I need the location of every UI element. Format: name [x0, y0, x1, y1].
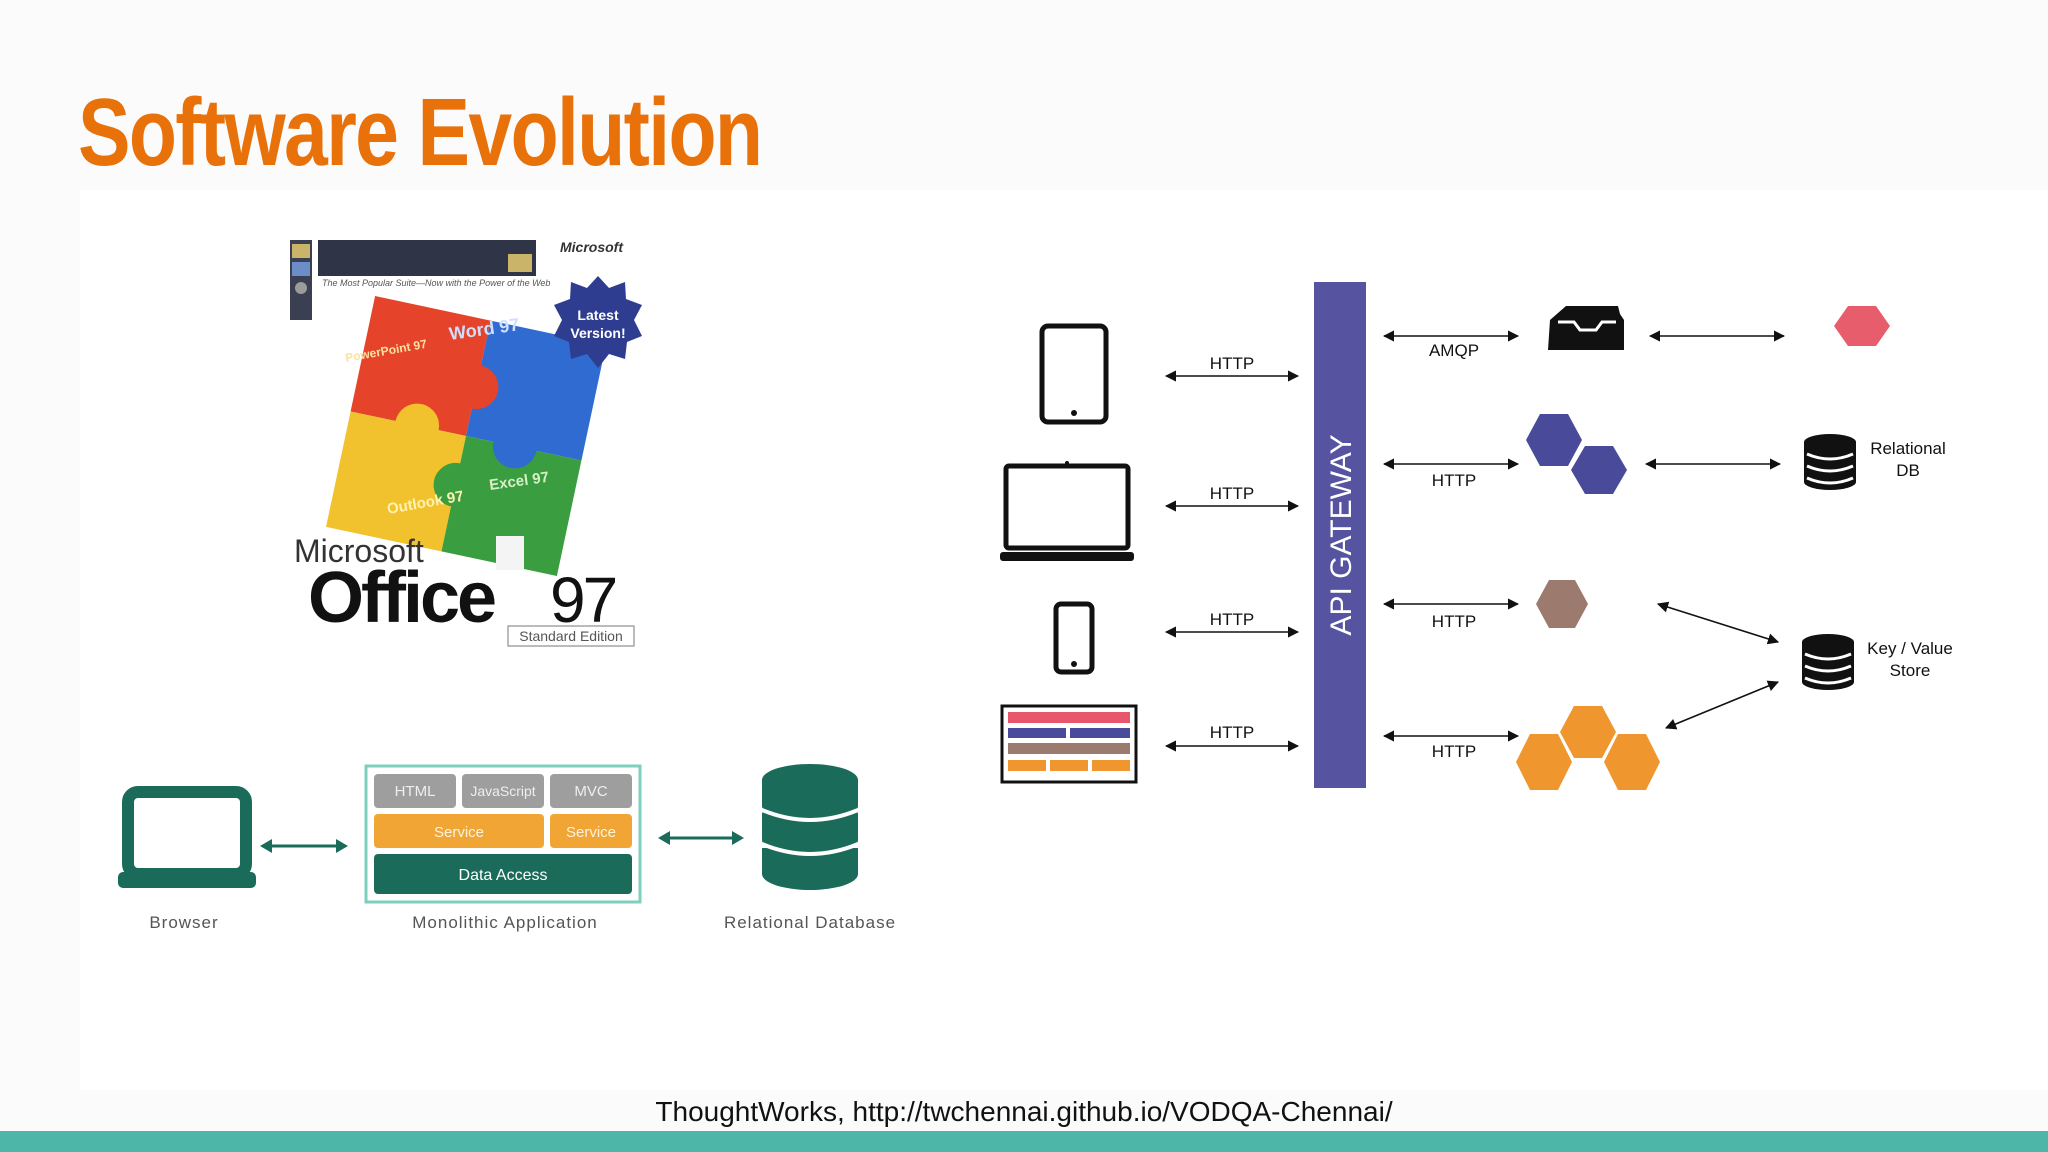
office97-box-image: Microsoft The Most Popular Suite—Now wit… [290, 236, 678, 672]
layer-data-access: Data Access [459, 867, 548, 884]
kv-store-label-1: Key / Value [1867, 639, 1953, 658]
protocol-service-blue: HTTP [1432, 471, 1476, 490]
protocol-phone: HTTP [1210, 610, 1254, 629]
web-app-window-icon [1000, 704, 1138, 784]
monolith-app-box: HTML JavaScript MVC Service Service Data… [364, 764, 642, 904]
relational-database-label: Relational Database [724, 913, 896, 932]
layer-javascript: JavaScript [470, 783, 535, 799]
monolith-app-label: Monolithic Application [412, 913, 597, 932]
box-product-brand: Microsoft [294, 533, 424, 569]
layer-service-2-box [550, 814, 632, 848]
box-brand: Microsoft [560, 239, 624, 255]
protocol-amqp: AMQP [1429, 341, 1479, 360]
footer-bar [0, 1131, 2048, 1152]
box-product-name: Office [308, 558, 495, 638]
layer-service-2: Service [566, 824, 616, 841]
phone-icon [1053, 601, 1095, 675]
protocol-laptop: HTTP [1210, 484, 1254, 503]
message-queue-icon [1548, 306, 1624, 350]
hexagon-service-orange-3 [1604, 734, 1660, 790]
monolith-diagram: Browser HTML JavaScript MVC Service Serv… [118, 764, 896, 932]
browser-label: Browser [149, 913, 218, 932]
protocol-tablet: HTTP [1210, 354, 1254, 373]
api-gateway-bar: API GATEWAY [1314, 282, 1366, 788]
laptop-icon [1000, 461, 1134, 561]
box-product-version: 97 [550, 564, 616, 636]
layer-data-box [374, 854, 632, 894]
hexagon-service-brown [1536, 580, 1588, 628]
hexagon-service-orange-2 [1560, 706, 1616, 758]
layer-js-box [462, 774, 544, 808]
api-gateway-label: API GATEWAY [1325, 434, 1358, 635]
arrow-brown-service-kv-store [1656, 601, 1780, 645]
relational-db-icon [1804, 434, 1856, 490]
layer-mvc-box [550, 774, 632, 808]
hexagon-service-orange-1 [1516, 734, 1572, 790]
layer-html: HTML [395, 783, 436, 800]
browser-laptop-icon [118, 786, 256, 888]
layer-html-box [374, 774, 456, 808]
box-tagline: The Most Popular Suite—Now with the Powe… [322, 278, 550, 288]
relational-database-icon [761, 764, 859, 890]
arrow-app-db [658, 831, 744, 845]
badge-line-2: Version! [570, 325, 625, 341]
kv-store-label-2: Store [1890, 661, 1931, 680]
box-side-strip [290, 240, 312, 320]
arrow-orange-service-kv-store [1664, 680, 1780, 730]
box-edition: Standard Edition [519, 628, 623, 644]
hexagon-service-blue-1 [1526, 414, 1582, 466]
protocol-service-brown: HTTP [1432, 612, 1476, 631]
layer-service-1-box [374, 814, 544, 848]
hexagon-service-red [1834, 306, 1890, 346]
hexagon-service-blue-2 [1571, 446, 1627, 494]
layer-mvc: MVC [574, 783, 608, 800]
protocol-service-orange: HTTP [1432, 742, 1476, 761]
key-value-store-icon [1802, 634, 1854, 690]
protocol-webapp: HTTP [1210, 723, 1254, 742]
layer-service-1: Service [434, 824, 484, 841]
badge-line-1: Latest [577, 307, 619, 323]
box-top-band [318, 240, 536, 276]
arrow-browser-app [260, 839, 348, 853]
slide-title: Software Evolution [78, 79, 763, 186]
microservices-diagram: HTTP HTTP HTTP HTTP API GATEWAY AMQP HTT… [1000, 282, 1953, 790]
source-caption: ThoughtWorks, http://twchennai.github.io… [655, 1096, 1393, 1127]
relational-db-label-1: Relational [1870, 439, 1946, 458]
tablet-icon [1039, 323, 1109, 425]
relational-db-label-2: DB [1896, 461, 1920, 480]
latest-version-badge: Latest Version! [554, 276, 642, 368]
